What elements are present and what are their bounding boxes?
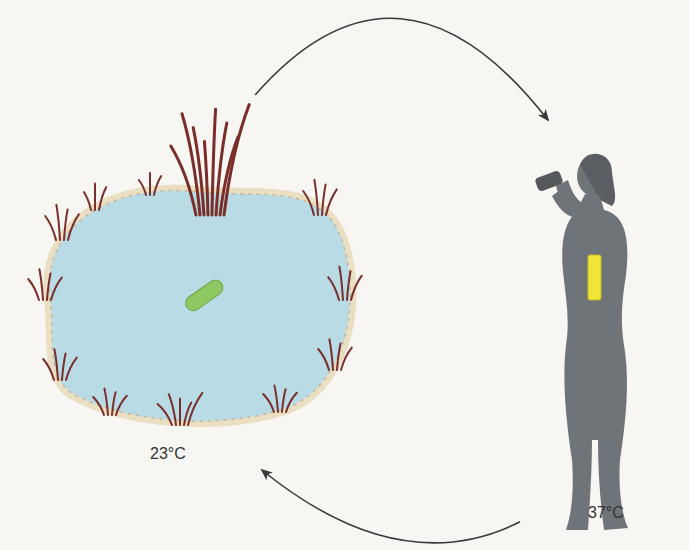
reed-stroke	[99, 187, 106, 210]
bacterium-green	[183, 277, 226, 313]
reed-stroke	[158, 404, 172, 425]
reed-stroke	[39, 269, 43, 300]
temperature-label: 37°C	[588, 504, 624, 522]
reed-stroke	[224, 105, 249, 215]
reed-stroke	[341, 348, 352, 370]
reed-stroke	[286, 393, 297, 412]
reed-stroke	[47, 273, 51, 300]
reed-stroke	[179, 398, 181, 425]
bacterium-yellow	[588, 255, 601, 300]
reeds	[28, 105, 362, 425]
reed-stroke	[56, 205, 60, 240]
temperature-label: 23°C	[150, 445, 186, 463]
reed-stroke	[54, 349, 58, 380]
cycle-arrow	[255, 18, 548, 120]
reed-stroke	[326, 189, 337, 215]
reed-stroke	[66, 358, 77, 380]
reed-stroke	[64, 210, 68, 240]
reed-stroke	[347, 271, 351, 300]
reed-stroke	[104, 389, 108, 415]
bottle	[534, 170, 563, 192]
reed-stroke	[328, 277, 339, 300]
reed-stroke	[337, 343, 341, 370]
reed-stroke	[149, 173, 151, 195]
cycle-arrow	[262, 470, 520, 543]
reed-stroke	[154, 176, 161, 195]
reed-stroke	[329, 339, 333, 370]
person-silhouette	[552, 154, 628, 530]
reed-stroke	[184, 403, 191, 425]
reed-stroke	[212, 109, 216, 215]
pond-bank	[49, 190, 350, 421]
pond-node: 23°C	[25, 95, 350, 470]
reed-stroke	[51, 278, 62, 300]
reed-stroke	[263, 394, 274, 412]
reed-stroke	[169, 394, 176, 425]
reed-stroke	[94, 184, 96, 210]
reed-stroke	[62, 353, 66, 380]
reed-stroke	[112, 392, 116, 415]
reed-stroke	[303, 191, 314, 215]
reed-stroke	[314, 180, 318, 215]
reed-stroke	[204, 141, 208, 215]
reed-stroke	[318, 349, 329, 370]
reed-stroke	[45, 216, 56, 240]
reed-stroke	[282, 389, 286, 412]
reed-stroke	[182, 114, 200, 215]
person-node: 37°C	[520, 120, 665, 530]
reed-stroke	[274, 386, 278, 412]
reed-stroke	[28, 279, 39, 300]
reed-stroke	[84, 192, 91, 210]
reed-stroke	[351, 276, 362, 300]
reed-stroke	[188, 393, 202, 425]
reed-stroke	[68, 214, 79, 240]
reed-stroke	[93, 397, 104, 415]
reed-stroke	[116, 396, 127, 415]
reed-stroke	[322, 185, 326, 215]
reed-stroke	[193, 128, 204, 215]
reed-stroke	[139, 180, 146, 195]
reed-stroke	[339, 267, 343, 300]
reed-stroke	[43, 359, 54, 380]
pond-water	[49, 190, 350, 421]
